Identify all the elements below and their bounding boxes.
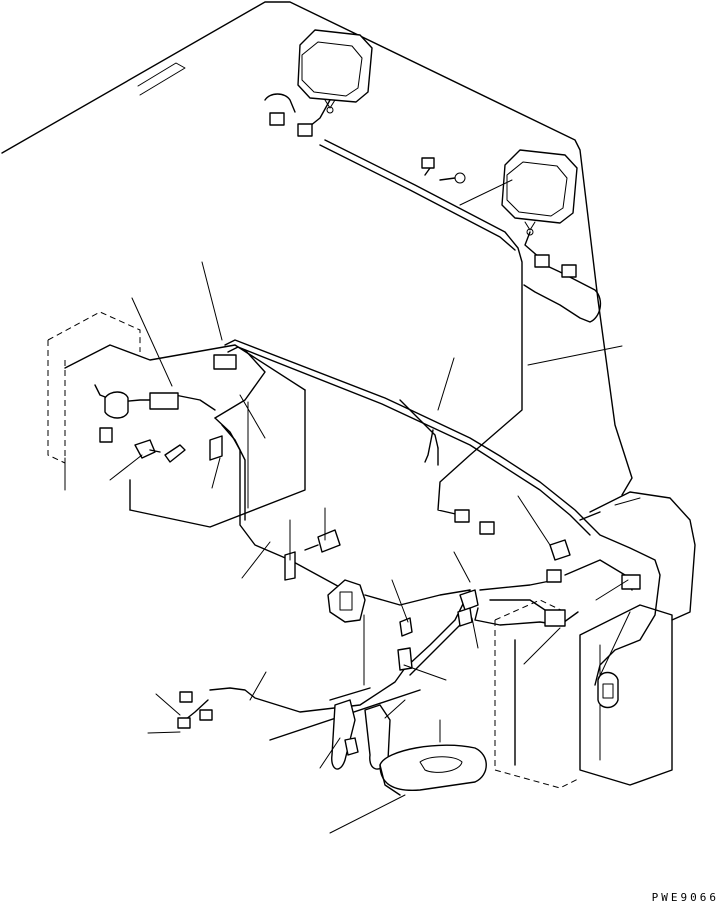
connector	[179, 691, 193, 703]
connector	[199, 709, 213, 721]
connector	[479, 521, 495, 535]
connector	[421, 157, 435, 169]
connector	[534, 254, 550, 268]
connector	[546, 569, 562, 583]
connector	[454, 509, 470, 523]
connector	[621, 574, 641, 590]
leader-lines	[64, 179, 631, 834]
rear-work-lamp-2	[501, 149, 578, 236]
drawing-code: PWE9066	[651, 891, 719, 904]
connector	[544, 609, 566, 627]
connector	[213, 354, 237, 370]
battery-right	[494, 599, 673, 789]
hardware	[104, 391, 619, 709]
battery-left	[64, 344, 306, 528]
connector	[177, 717, 191, 729]
connectors	[99, 112, 641, 729]
connector	[269, 112, 285, 126]
rear-work-lamp-1	[297, 29, 373, 114]
connector	[99, 427, 113, 443]
connector	[149, 392, 179, 410]
connector	[297, 123, 313, 137]
towing-hitch	[269, 687, 487, 796]
connector	[561, 264, 577, 278]
